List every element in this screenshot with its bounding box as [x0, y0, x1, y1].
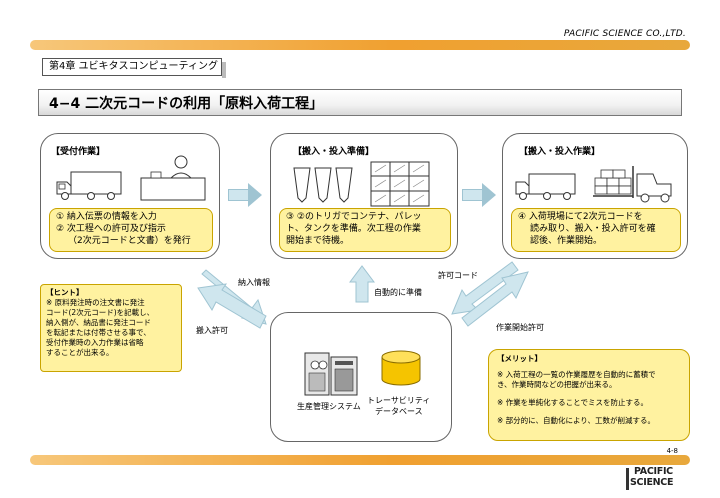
auto-prep-label: 自動的に準備: [374, 288, 422, 297]
truck-icon: [56, 171, 122, 200]
reception-step-1: ① 納入伝票の情報を入力: [56, 212, 157, 222]
traceability-label: トレーサビリティ: [367, 396, 431, 405]
header-bar: [30, 40, 690, 50]
reception-steps: ① 納入伝票の情報を入力 ② 次工程への許可及び指示 （2次元コードと文書）を発…: [49, 208, 213, 252]
logo-line-1: PACIFIC: [634, 466, 673, 477]
slide-title: 4−4 二次元コードの利用「原料入荷工程」: [49, 96, 324, 112]
merit-title: 【メリット】: [497, 354, 542, 363]
delivery-step-line-2: 読み取り、搬入・投入許可を確: [530, 224, 656, 234]
database-icon: [381, 350, 421, 386]
reception-step-3: （2次元コードと文書）を発行: [68, 236, 191, 246]
logo-line-2: SCIENCE: [630, 477, 674, 488]
delivery-permit-label: 搬入許可: [196, 326, 228, 335]
hint-note: 【ヒント】 ※ 原料発注時の注文書に発注 コード(2次元コード)を記載し、 納入…: [40, 284, 182, 372]
hint-line: することが出来る。: [46, 348, 114, 357]
delivery-permit-arrow: [197, 283, 267, 329]
merit-item: ※ 入荷工程の一覧の作業履歴を自動的に蓄積で: [497, 370, 656, 379]
merit-note: 【メリット】 ※ 入荷工程の一覧の作業履歴を自動的に蓄積で き、作業時間などの把…: [488, 349, 690, 441]
prep-to-delivery-arrow: [462, 183, 496, 207]
company-logo: PACIFIC SCIENCE: [626, 466, 690, 492]
preparation-title: 【搬入・投入準備】: [293, 147, 375, 157]
merit-item: ※ 部分的に、自動化により、工数が削減する。: [497, 416, 655, 425]
auto-prep-arrow: [349, 265, 375, 303]
page-number: 4-8: [666, 447, 678, 455]
delivery-panel: 【搬入・投入作業】 ④ 入荷現場にて2次元コードを 読み取り、搬入・投入許可を確…: [502, 133, 688, 259]
delivery-title: 【搬入・投入作業】: [519, 147, 601, 157]
preparation-step-line-2: ト、タンクを準備。次工程の作業: [286, 224, 421, 234]
receptionist-desk-icon: [140, 155, 206, 201]
preparation-steps: ③ ②のトリガでコンテナ、パレッ ト、タンクを準備。次工程の作業 開始まで待機。: [279, 208, 451, 252]
chapter-label: 第4章 ユビキタスコンピューティング: [42, 58, 226, 78]
database-label: データベース: [375, 407, 423, 416]
delivery-info-label: 納入情報: [238, 278, 270, 287]
forklift-icon: [593, 166, 672, 203]
reception-to-prep-arrow: [228, 183, 262, 207]
preparation-panel: 【搬入・投入準備】 ③ ②のトリガでコンテナ、パレッ ト、タンクを準備。次工程の…: [270, 133, 458, 259]
work-start-permit-label: 作業開始許可: [496, 323, 544, 332]
system-panel: 生産管理システム トレーサビリティ データベース: [270, 312, 452, 442]
delivery-step-line-1: ④ 入荷現場にて2次元コードを: [518, 212, 643, 222]
permit-code-label: 許可コード: [438, 271, 478, 280]
hint-line: を転記または付帯させる事で、: [46, 328, 151, 337]
hint-line: 受付作業時の入力作業は省略: [46, 338, 144, 347]
hint-title: 【ヒント】: [46, 288, 84, 297]
hint-line: 納入側が、納品書に発注コード: [46, 318, 151, 327]
reception-title: 【受付作業】: [51, 147, 106, 157]
reception-panel: 【受付作業】 ① 納入伝票の情報を入力 ② 次工程への許可及び指示 （2次元コー…: [40, 133, 220, 259]
hint-line: ※ 原料発注時の注文書に発注: [46, 298, 145, 307]
merit-item: ※ 作業を単純化することでミスを防止する。: [497, 398, 648, 407]
company-name: PACIFIC SCIENCE CO.,LTD.: [563, 29, 686, 39]
slide-title-box: 4−4 二次元コードの利用「原料入荷工程」: [38, 89, 682, 116]
preparation-step-line-3: 開始まで待機。: [286, 236, 350, 246]
preparation-step-line-1: ③ ②のトリガでコンテナ、パレッ: [286, 212, 422, 222]
reception-step-2: ② 次工程への許可及び指示: [56, 224, 166, 234]
pallet-icon: [370, 161, 430, 207]
truck-icon: [515, 173, 576, 200]
merit-item: き、作業時間などの把握が出来る。: [497, 380, 617, 389]
delivery-steps: ④ 入荷現場にて2次元コードを 読み取り、搬入・投入許可を確 認後、作業開始。: [511, 208, 681, 252]
delivery-step-line-3: 認後、作業開始。: [530, 236, 603, 246]
production-system-label: 生産管理システム: [297, 402, 361, 411]
work-start-permit-arrow: [461, 271, 529, 327]
server-icon: [304, 352, 358, 396]
container-hopper-icon: [293, 167, 353, 203]
hint-line: コード(2次元コード)を記載し、: [46, 308, 155, 317]
footer-bar: [30, 455, 690, 465]
